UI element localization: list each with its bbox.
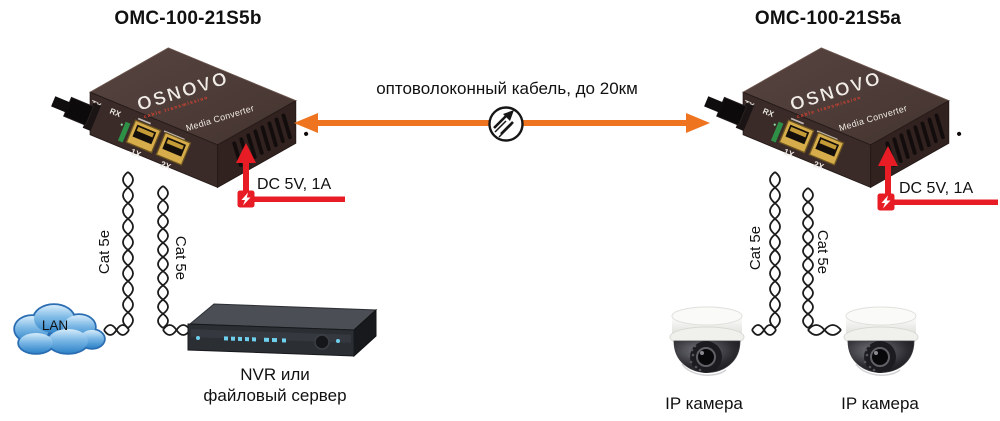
ip-camera-label-left: IP камера [665,394,743,413]
arrowhead-right [686,113,710,133]
nvr-caption-line2: файловый сервер [203,386,347,405]
power-arrowhead [236,143,256,163]
lan-cloud [13,303,106,355]
nvr-caption: NVR или файловый сервер [160,364,390,406]
arrowhead-left [294,113,318,133]
twisted-pair-cables [103,171,842,336]
cat5e-label-right-1: Cat 5e [747,225,764,271]
cat5e-label-left-2: Cat 5e [172,235,189,281]
cat5e-label-right-2: Cat 5e [814,229,831,275]
media-converter-right [696,46,964,190]
twisted-pair-cable [103,324,130,336]
fiber-cable-label: оптоволоконный кабель, до 20км [376,79,638,98]
dc-power-label-left: DC 5V, 1A [257,176,332,193]
ip-camera-right [843,306,919,377]
cat5e-label-left-1: Cat 5e [96,229,113,275]
ip-camera-label-right: IP камера [841,394,919,413]
power-feed-left [236,143,345,208]
power-arrowhead [878,146,898,166]
twisted-pair-cable [157,185,169,329]
left-converter-title: OMC-100-21S5b [114,8,262,29]
power-feed-right [877,146,998,211]
nvr-caption-line1: NVR или [240,365,310,384]
lan-label: LAN [41,318,69,333]
twisted-pair-cable [751,324,777,336]
right-converter-title: OMC-100-21S5a [754,8,902,29]
optical-fiber-symbol [488,106,524,142]
ip-camera-left [669,306,745,377]
twisted-pair-cable [162,324,191,336]
twisted-pair-cable [807,324,842,336]
media-converter-left [43,46,311,190]
twisted-pair-cable [802,187,814,329]
nvr-device [187,303,378,358]
dc-power-label-right: DC 5V, 1A [899,180,974,197]
twisted-pair-cable [769,171,781,329]
twisted-pair-cable [122,171,134,329]
